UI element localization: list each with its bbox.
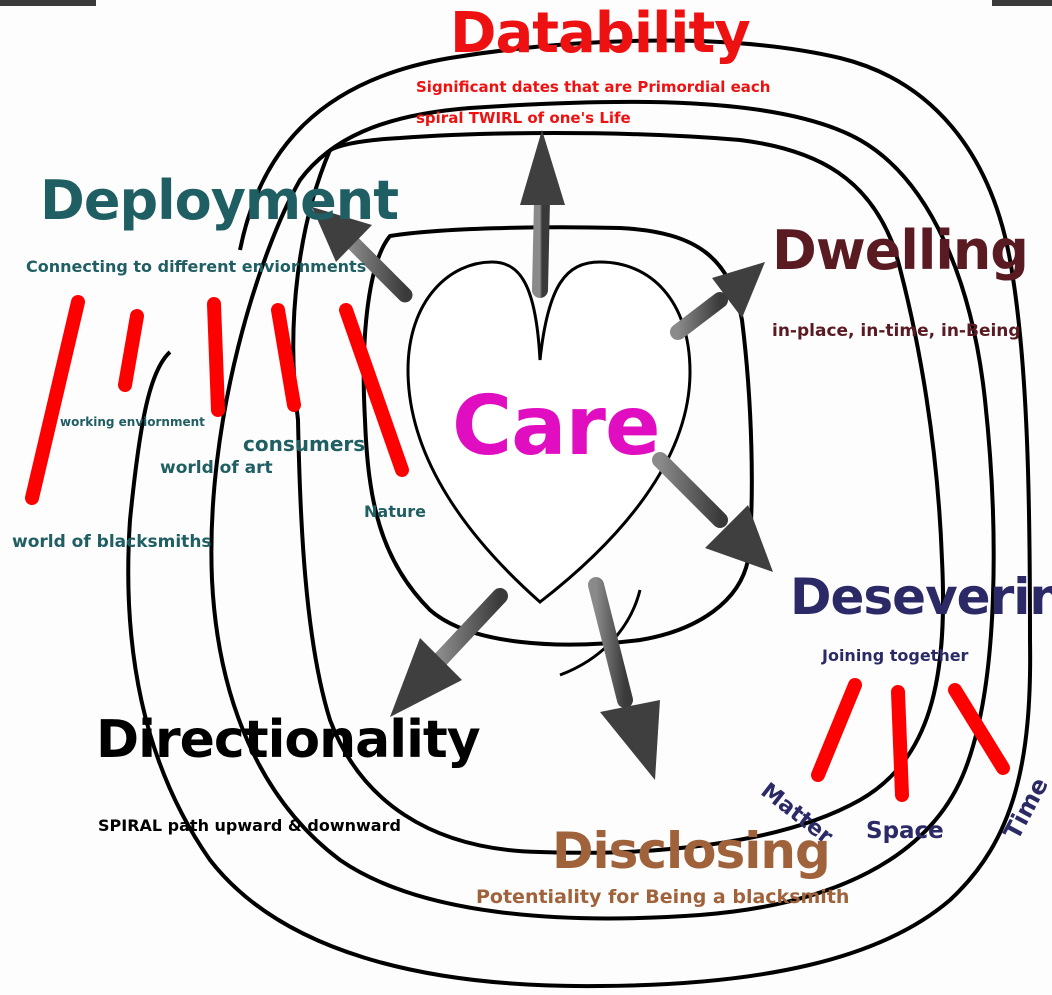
- disclosing-subtitle: Potentiality for Being a blacksmith: [476, 886, 850, 908]
- directionality-title: Directionality: [96, 710, 481, 770]
- heart-icon: [406, 260, 692, 604]
- care-label: Care: [452, 379, 661, 474]
- deployment-item-world-of-art: world of art: [160, 458, 273, 478]
- arrow-to-dwelling: [670, 262, 765, 340]
- deployment-item-world-of-blacksmiths: world of blacksmiths: [12, 532, 212, 552]
- dwelling-title: Dwelling: [772, 219, 1029, 282]
- desevering-title: Desevering: [790, 568, 1052, 626]
- deployment-strokes: [25, 295, 409, 505]
- desevering-strokes: [811, 678, 1010, 802]
- deployment-subtitle: Connecting to different enviornments: [26, 257, 367, 276]
- arrow-to-datability: [520, 130, 565, 298]
- datability-subtitle-line1: Significant dates that are Primordial ea…: [416, 78, 771, 96]
- datability-title: Datability: [450, 1, 751, 66]
- arrow-to-deployment: [312, 207, 413, 303]
- arrow-to-desevering: [652, 452, 773, 572]
- top-right-bar: [992, 0, 1052, 6]
- deployment-item-nature: Nature: [364, 502, 426, 521]
- outer-ring: [126, 38, 1033, 989]
- arrow-to-directionality: [390, 588, 508, 717]
- disclosing-title: Disclosing: [552, 822, 831, 880]
- ring-2: [209, 99, 996, 921]
- deployment-item-working-environment: working enviornment: [60, 415, 205, 429]
- ring-4: [361, 225, 754, 647]
- arrows: [312, 130, 773, 780]
- deployment-item-consumers: consumers: [243, 432, 366, 456]
- directionality-subtitle: SPIRAL path upward & downward: [98, 816, 401, 835]
- datability-subtitle-line2: spiral TWIRL of one's Life: [416, 109, 631, 127]
- deployment-title: Deployment: [40, 169, 399, 232]
- top-left-bar: [0, 0, 96, 6]
- desevering-subtitle: Joining together: [822, 646, 969, 665]
- arrow-to-disclosing: [588, 577, 660, 780]
- desevering-item-space: Space: [866, 818, 944, 844]
- dwelling-subtitle: in-place, in-time, in-Being: [772, 321, 1021, 341]
